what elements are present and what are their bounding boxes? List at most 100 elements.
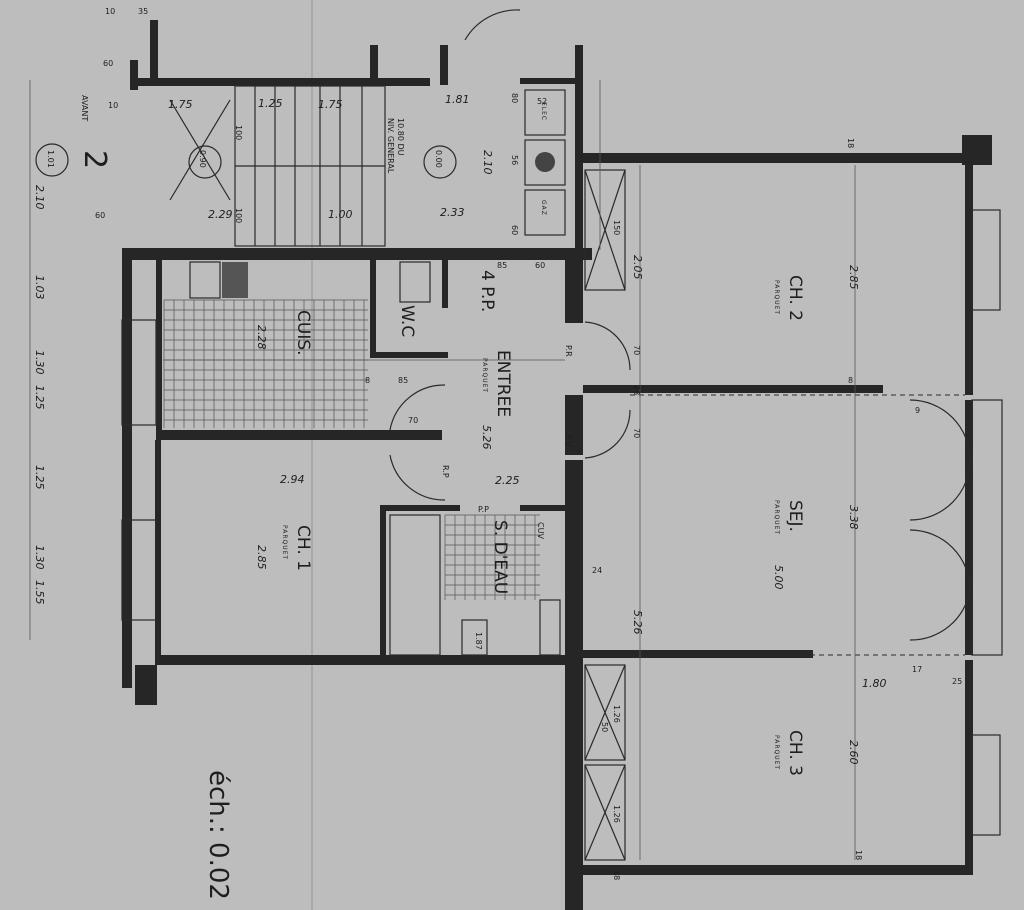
room-ch3-floor: PARQUET <box>773 735 780 770</box>
dim-misc-2: 56 <box>510 155 519 165</box>
elec-cabinet <box>524 89 566 136</box>
room-sdeau-name: S. D'EAU <box>490 520 510 594</box>
dim-misc-11: 70 <box>632 428 641 438</box>
dim-stair-8: 100 <box>234 125 243 140</box>
dim-misc-21: 1.26 <box>612 805 621 823</box>
dim-misc-14: 24 <box>592 566 602 575</box>
dim-misc-17: 17 <box>912 665 922 674</box>
dim-misc-22: 18 <box>854 850 863 860</box>
room-entree-floor: PARQUET <box>481 358 488 393</box>
room-sej-dim2: 5.00 <box>772 565 785 590</box>
dim-misc-0: 52 <box>537 97 547 106</box>
radiator <box>539 599 561 656</box>
room-sej-name: SEJ. <box>785 500 805 532</box>
marker-number: 2 <box>77 150 112 169</box>
elec-label: ELEC <box>540 102 547 121</box>
room-ch2-name: CH. 2 <box>785 275 805 321</box>
level-note-1: 10.80 DU <box>396 118 405 156</box>
wc-bowl <box>399 261 431 303</box>
room-entree-dim: 5.26 <box>480 425 493 450</box>
dim-stair-5: 1.00 <box>328 208 353 221</box>
dim-left-0: 2.10 <box>33 185 46 210</box>
room-wc-name: W.C <box>397 305 417 337</box>
dim-misc-6: 18 <box>846 138 855 148</box>
basin <box>461 619 488 656</box>
dim-misc-7: 150 <box>612 220 621 235</box>
gaz-label: GAZ <box>540 200 547 216</box>
level-a: 0.90 <box>198 150 207 168</box>
room-ch3-dim: 2.60 <box>847 740 860 765</box>
doors <box>389 9 971 641</box>
room-labels: CH. 2 PARQUET 2.85 SEJ. PARQUET 3.38 5.0… <box>255 265 860 776</box>
dim-stair-7: 2.10 <box>481 150 494 175</box>
avant-label: AVANT <box>80 95 89 121</box>
meter-icon <box>535 152 555 172</box>
dim-misc-18: 25 <box>952 677 962 686</box>
walls <box>122 20 992 910</box>
dim-misc-24: 85 <box>398 376 408 385</box>
dim-misc-8: 2.05 <box>631 255 644 280</box>
bath-tiles <box>444 514 540 600</box>
room-ch2-dim: 2.85 <box>847 265 860 290</box>
level-marker-a <box>188 145 222 179</box>
dim-stair-9: 100 <box>234 208 243 223</box>
dim-misc-3: 60 <box>510 225 519 235</box>
landing-labels: 2 1.01 AVANT 0.90 0.00 10.80 DU NIV. GEN… <box>46 95 547 216</box>
dim-misc-15: 5.26 <box>631 610 644 635</box>
room-entree-name: ENTREE <box>493 350 513 417</box>
kitchen-tiles <box>163 299 368 428</box>
meter-cabinet <box>524 139 566 186</box>
room-ch1-dim1: 2.94 <box>280 473 305 486</box>
gaz-cabinet <box>524 189 566 236</box>
dim-misc-12: 8 <box>848 376 853 385</box>
dim-misc-32: P.R <box>564 345 573 357</box>
dim-misc-10: 28 <box>632 385 641 395</box>
dim-left-4: 1.25 <box>33 465 46 490</box>
room-ch3-name: CH. 3 <box>785 730 805 776</box>
dim-misc-16: 1.80 <box>862 677 887 690</box>
room-sej-dim1: 3.38 <box>847 505 860 530</box>
room-ch1-dim2: 2.85 <box>255 545 268 570</box>
dim-stair-6: 2.33 <box>440 206 465 219</box>
level-marker-b <box>423 145 457 179</box>
level-b: 0.00 <box>434 150 443 168</box>
windows <box>121 209 1003 836</box>
room-cuis-dim: 2.28 <box>255 325 268 350</box>
dim-misc-4: 85 <box>497 261 507 270</box>
dim-left-2: 1.30 <box>33 350 46 375</box>
dim-misc-23: 18 <box>612 870 621 880</box>
dim-stair-4: 2.29 <box>208 208 233 221</box>
dimension-lines <box>29 80 965 860</box>
dim-stair-0: 1.75 <box>168 98 193 111</box>
stove <box>222 262 248 298</box>
dim-stair-1: 1.25 <box>258 97 283 110</box>
dim-misc-29: R.P <box>441 465 450 478</box>
dim-top-4: 60 <box>95 211 105 220</box>
room-ch1-floor: PARQUET <box>281 525 288 560</box>
marker-level: 1.01 <box>46 150 55 168</box>
dim-misc-5: 60 <box>535 261 545 270</box>
dim-top-3: 10 <box>108 101 118 110</box>
dim-left-3: 1.25 <box>33 385 46 410</box>
level-marker-avant <box>35 143 69 177</box>
dim-misc-31: P.P <box>478 505 489 514</box>
dim-left-6: 1.55 <box>33 580 46 605</box>
dim-top-1: 35 <box>138 7 148 16</box>
apartment-type: 4 P.P. <box>477 270 497 312</box>
dim-top-0: 10 <box>105 7 115 16</box>
scale-label: éch.: 0.02 <box>203 770 233 900</box>
dim-left-5: 1.30 <box>33 545 46 570</box>
stairs <box>169 85 386 247</box>
dim-misc-1: 80 <box>510 93 519 103</box>
bathtub <box>389 514 441 656</box>
dim-misc-19: 1.26 <box>612 705 621 723</box>
dim-misc-9: 70 <box>632 345 641 355</box>
sink <box>189 261 221 299</box>
dim-misc-26: 8 <box>365 376 370 385</box>
room-ch1-name: CH. 1 <box>293 525 313 571</box>
dim-misc-30: P.V <box>564 435 573 447</box>
dim-misc-25: 70 <box>408 416 418 425</box>
dim-misc-20: 50 <box>600 722 609 732</box>
dim-misc-27: 2.25 <box>495 474 520 487</box>
